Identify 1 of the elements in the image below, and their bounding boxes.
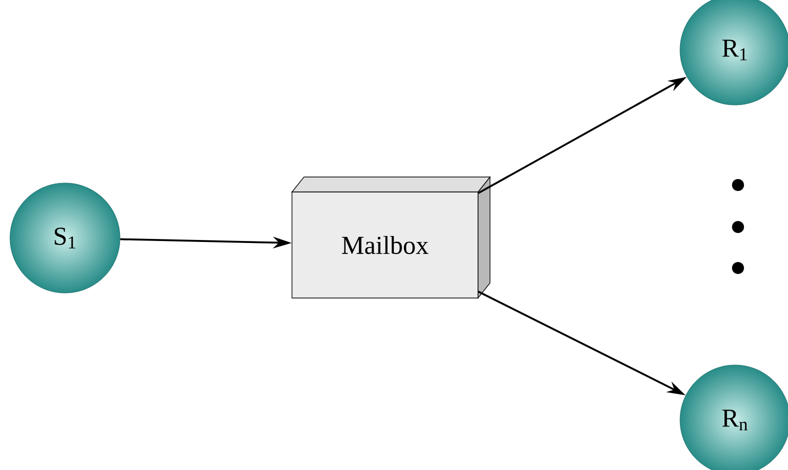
- circle-node: S$_{1}$: [10, 182, 120, 294]
